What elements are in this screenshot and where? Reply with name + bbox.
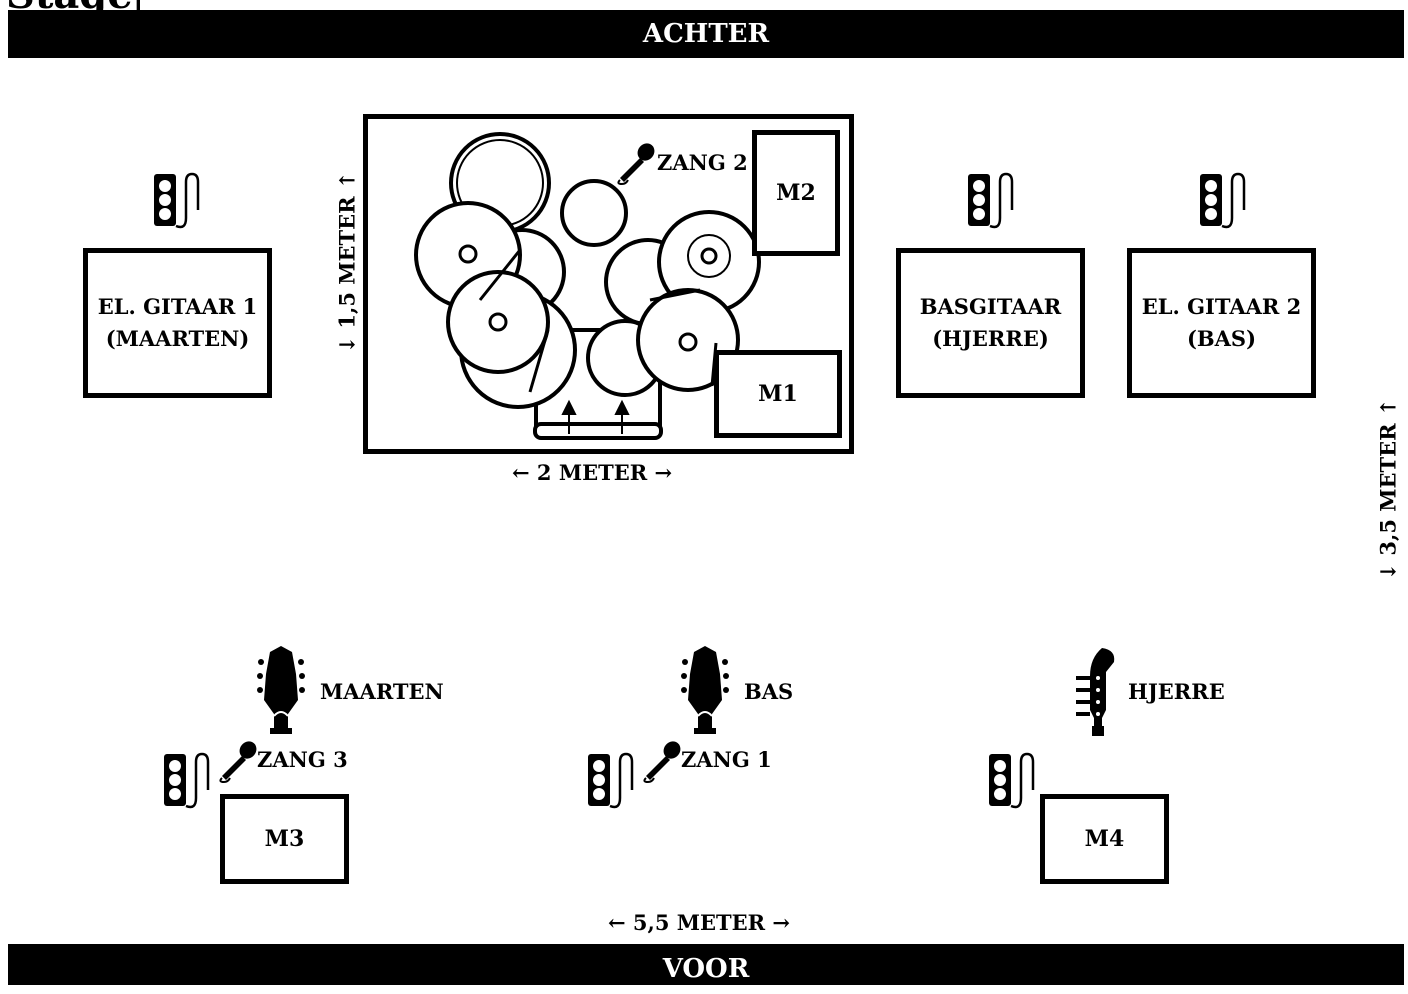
monitor-m4: M4 [1040, 794, 1169, 884]
amp-bass-line1: BASGITAAR [919, 294, 1062, 319]
amp-el-gitaar-1: EL. GITAAR 1 (MAARTEN) [83, 248, 272, 398]
stage-width-dimension: ← 5,5 METER → [608, 910, 790, 935]
vocal-zang2-label: ZANG 2 [657, 150, 748, 175]
power-strip-icon [989, 752, 1035, 809]
guitar-headstock-icon [681, 646, 729, 734]
player-hjerre-label: HJERRE [1128, 679, 1225, 704]
stage-depth-dimension: ↓ 3,5 METER ↑ [1375, 398, 1401, 581]
amp-el-gitaar-2: EL. GITAAR 2 (BAS) [1127, 248, 1316, 398]
power-strip-icon [588, 752, 634, 809]
drum-riser [363, 114, 854, 454]
amp-guitar2-line2: (BAS) [1186, 326, 1257, 351]
vocal-zang3-label: ZANG 3 [257, 747, 348, 772]
player-maarten-label: MAARTEN [320, 679, 444, 704]
vocal-zang1-label: ZANG 1 [681, 747, 772, 772]
amp-basgitaar: BASGITAAR (HJERRE) [896, 248, 1085, 398]
microphone-icon [617, 143, 655, 186]
monitor-m2: M2 [752, 130, 840, 256]
riser-width-dimension: ← 2 METER → [512, 460, 673, 485]
back-of-stage-banner: ACHTER [8, 10, 1404, 58]
power-strip-icon [154, 172, 200, 229]
front-of-stage-banner: VOOR [8, 944, 1404, 985]
player-bas-label: BAS [744, 679, 794, 704]
monitor-m1-label: M1 [758, 381, 798, 407]
monitor-m4-label: M4 [1084, 826, 1125, 852]
power-strip-icon [1200, 172, 1246, 229]
amp-guitar1-line2: (MAARTEN) [105, 326, 250, 351]
monitor-m2-label: M2 [776, 180, 816, 206]
monitor-m1: M1 [714, 350, 842, 438]
amp-bass-line2: (HJERRE) [932, 326, 1049, 351]
amp-guitar1-line1: EL. GITAAR 1 [97, 294, 258, 319]
bass-headstock-icon [1076, 648, 1115, 736]
monitor-m3: M3 [220, 794, 349, 884]
microphone-icon [219, 741, 257, 784]
amp-guitar2-line1: EL. GITAAR 2 [1141, 294, 1302, 319]
monitor-m3-label: M3 [264, 826, 305, 852]
microphone-icon [643, 741, 681, 784]
power-strip-icon [968, 172, 1014, 229]
power-strip-icon [164, 752, 210, 809]
cropped-page-title: Stageplan [0, 0, 140, 10]
riser-height-dimension: ↓ 1,5 METER ↑ [334, 171, 360, 354]
guitar-headstock-icon [257, 646, 305, 734]
